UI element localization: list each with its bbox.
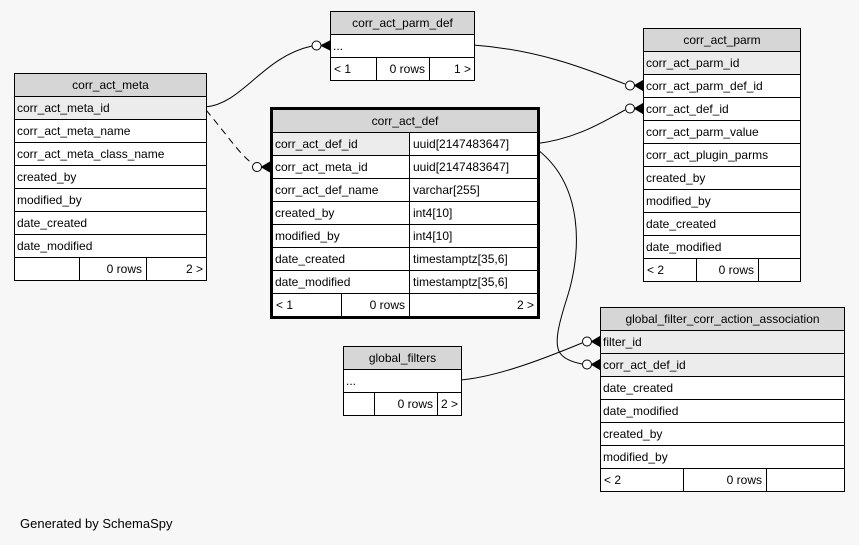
column-corr-act-def-id: corr_act_def_id [644, 98, 800, 121]
column-type: int4[10] [410, 202, 537, 224]
footer-children: 2 > [185, 262, 203, 276]
column-date-created: date_created [601, 377, 844, 400]
column-type: timestamptz[35,6] [410, 271, 537, 293]
column-filter-id: filter_id [601, 331, 844, 354]
footer-parents: < 1 [273, 294, 342, 316]
column-name: modified_by [273, 225, 410, 247]
column-date-created: date_created timestamptz[35,6] [273, 248, 537, 271]
footer-parents: < 2 [644, 259, 697, 281]
footer-parents [344, 393, 376, 415]
table-title[interactable]: corr_act_parm [644, 29, 800, 52]
column-corr-act-parm-id: corr_act_parm_id [644, 52, 800, 75]
table-footer: < 2 0 rows [644, 259, 800, 281]
edge-def-to-association [533, 146, 601, 371]
table-title[interactable]: corr_act_meta [15, 74, 206, 97]
column-corr-act-def-id: corr_act_def_id [601, 354, 844, 377]
table-corr-act-parm: corr_act_parm corr_act_parm_id corr_act_… [643, 28, 801, 282]
column-modified-by: modified_by [644, 190, 800, 213]
table-title[interactable]: global_filters [344, 347, 461, 370]
table-footer: < 1 0 rows 1 > [331, 58, 474, 80]
table-global-filter-corr-action-association: global_filter_corr_action_association fi… [600, 307, 845, 492]
footer-rowcount: 0 rows [684, 469, 767, 491]
column-corr-act-plugin-parms: corr_act_plugin_parms [644, 144, 800, 167]
column-name: corr_act_meta_id [273, 156, 410, 178]
table-corr-act-parm-def: corr_act_parm_def ... < 1 0 rows 1 > [330, 11, 475, 81]
footer-parents: < 1 [331, 58, 377, 80]
footer-children: 2 > [440, 397, 458, 411]
edge-parmdef-to-parm [472, 44, 644, 92]
column-created-by: created_by [644, 167, 800, 190]
column-corr-act-meta-name: corr_act_meta_name [15, 120, 206, 143]
table-footer: 0 rows 2 > [344, 393, 461, 415]
column-name: created_by [273, 202, 410, 224]
edge-def-to-parm [533, 102, 644, 145]
table-footer: < 1 0 rows 2 > [273, 294, 537, 316]
footer-rowcount: 0 rows [80, 258, 147, 280]
footer-children: 1 > [453, 62, 471, 76]
column-created-by: created_by int4[10] [273, 202, 537, 225]
schemaspy-credit: Generated by SchemaSpy [20, 516, 173, 531]
table-footer: 0 rows 2 > [15, 258, 206, 280]
column-date-created: date_created [644, 213, 800, 236]
table-title[interactable]: global_filter_corr_action_association [601, 308, 844, 331]
column-date-created: date_created [15, 212, 206, 235]
column-type: varchar[255] [410, 179, 537, 201]
footer-children [759, 259, 800, 281]
footer-rowcount: 0 rows [377, 58, 430, 80]
column-type: int4[10] [410, 225, 537, 247]
footer-children [767, 469, 844, 491]
edge-meta-to-parmdef [204, 39, 332, 108]
column-name: corr_act_def_name [273, 179, 410, 201]
footer-rowcount: 0 rows [375, 393, 438, 415]
column-name: date_modified [273, 271, 410, 293]
table-global-filters: global_filters ... 0 rows 2 > [343, 346, 462, 416]
footer-parents: < 2 [601, 469, 684, 491]
table-title[interactable]: corr_act_def [273, 110, 537, 133]
column-name: corr_act_def_id [273, 133, 410, 155]
column-corr-act-def-name: corr_act_def_name varchar[255] [273, 179, 537, 202]
column-ellipsis: ... [331, 35, 474, 58]
column-created-by: created_by [601, 423, 844, 446]
column-modified-by: modified_by [15, 189, 206, 212]
table-corr-act-meta: corr_act_meta corr_act_meta_id corr_act_… [14, 73, 207, 281]
table-corr-act-def: corr_act_def corr_act_def_id uuid[214748… [270, 107, 540, 319]
column-ellipsis: ... [344, 370, 461, 393]
column-date-modified: date_modified timestamptz[35,6] [273, 271, 537, 294]
column-date-modified: date_modified [644, 236, 800, 259]
column-corr-act-meta-id: corr_act_meta_id uuid[2147483647] [273, 156, 537, 179]
column-corr-act-meta-class-name: corr_act_meta_class_name [15, 143, 206, 166]
column-date-modified: date_modified [15, 235, 206, 258]
column-corr-act-def-id: corr_act_def_id uuid[2147483647] [273, 133, 537, 156]
column-created-by: created_by [15, 166, 206, 189]
column-modified-by: modified_by int4[10] [273, 225, 537, 248]
column-date-modified: date_modified [601, 400, 844, 423]
column-type: timestamptz[35,6] [410, 248, 537, 270]
column-corr-act-parm-value: corr_act_parm_value [644, 121, 800, 144]
footer-children: 2 > [516, 298, 534, 312]
column-type: uuid[2147483647] [410, 133, 537, 155]
column-name: date_created [273, 248, 410, 270]
table-footer: < 2 0 rows [601, 469, 844, 491]
edge-filters-to-association [459, 335, 601, 381]
table-title[interactable]: corr_act_parm_def [331, 12, 474, 35]
footer-rowcount: 0 rows [697, 259, 759, 281]
column-type: uuid[2147483647] [410, 156, 537, 178]
column-corr-act-meta-id: corr_act_meta_id [15, 97, 206, 120]
column-modified-by: modified_by [601, 446, 844, 469]
edge-meta-to-def-dashed [205, 109, 271, 173]
footer-parents [15, 258, 80, 280]
footer-rowcount: 0 rows [342, 294, 410, 316]
column-corr-act-parm-def-id: corr_act_parm_def_id [644, 75, 800, 98]
